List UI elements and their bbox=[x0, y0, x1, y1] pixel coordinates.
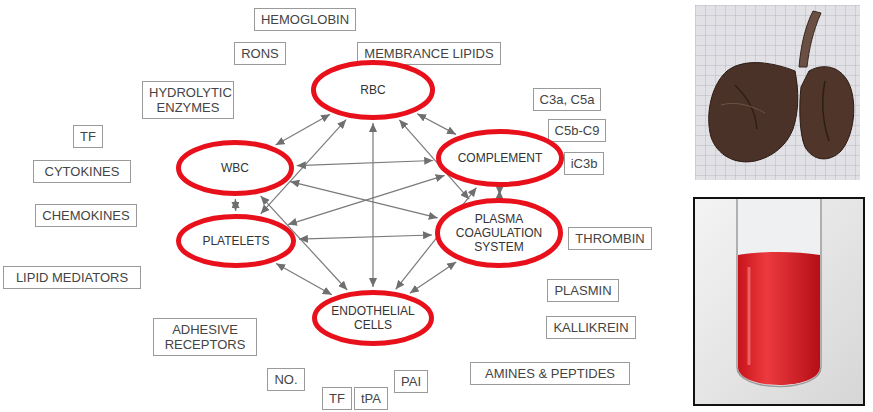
mediator-box: iC3b bbox=[564, 152, 605, 175]
mediator-name: C5b-C9 bbox=[555, 123, 600, 138]
interaction-arrow bbox=[276, 264, 332, 295]
interaction-arrow bbox=[288, 175, 445, 224]
mediator-box: PLASMIN bbox=[547, 279, 618, 302]
mediator-name: iC3b bbox=[571, 156, 598, 171]
mediator-name: TF bbox=[80, 129, 96, 144]
interaction-arrow bbox=[299, 235, 432, 239]
mediator-box: THROMBIN bbox=[568, 227, 651, 250]
mediator-name: MEMBRANCE LIPIDS bbox=[364, 46, 493, 61]
ellipse-shape bbox=[438, 201, 561, 266]
system-name: PLATELETS bbox=[193, 234, 279, 248]
mediator-name: KALLIKREIN bbox=[553, 320, 628, 335]
mediator-box: CYTOKINES bbox=[33, 160, 131, 183]
ellipse-text-group: PLASMA COAGULATION SYSTEM bbox=[453, 212, 545, 254]
interaction-arrow bbox=[297, 161, 433, 166]
ellipse-text-group: ENDOTHELIAL CELLS bbox=[329, 304, 417, 332]
mediator-box: NO. bbox=[267, 368, 304, 391]
mediator-name: HYDROLYTIC ENZYMES bbox=[149, 85, 227, 115]
mediator-name: PLASMIN bbox=[554, 283, 611, 298]
mediator-name: PAI bbox=[401, 374, 421, 389]
system-name: PLASMA COAGULATION SYSTEM bbox=[453, 212, 545, 254]
system-ellipse: WBC bbox=[176, 140, 294, 196]
mediator-name: tPA bbox=[361, 391, 381, 406]
mediator-box: C5b-C9 bbox=[548, 119, 607, 142]
mediator-name: LIPID MEDIATORS bbox=[10, 270, 134, 285]
system-ellipse: COMPLEMENT bbox=[436, 129, 564, 187]
mediator-box: TF bbox=[322, 387, 352, 410]
interaction-arrow bbox=[290, 182, 437, 218]
interaction-arrow bbox=[499, 190, 500, 195]
mediator-name: RONS bbox=[241, 46, 279, 61]
ellipse-shape bbox=[314, 63, 433, 118]
mediator-box: LIPID MEDIATORS bbox=[3, 266, 141, 289]
system-ellipse: RBC bbox=[311, 60, 435, 120]
system-ellipse: PLASMA COAGULATION SYSTEM bbox=[435, 198, 563, 268]
interaction-arrow bbox=[276, 114, 331, 145]
mediator-box: AMINES & PEPTIDES bbox=[470, 362, 630, 385]
mediator-name: NO. bbox=[274, 372, 297, 387]
system-name: ENDOTHELIAL CELLS bbox=[329, 304, 417, 332]
blood-tube-photo bbox=[693, 197, 865, 406]
mediator-name: THROMBIN bbox=[575, 231, 644, 246]
interaction-arrow bbox=[410, 262, 456, 293]
system-ellipse: PLATELETS bbox=[176, 214, 296, 268]
mediator-name: CHEMOKINES bbox=[42, 208, 129, 223]
system-name: COMPLEMENT bbox=[454, 151, 546, 165]
mediator-box: HYDROLYTIC ENZYMES bbox=[142, 81, 234, 119]
mediator-name: HEMOGLOBIN bbox=[261, 12, 349, 27]
mediator-box: CHEMOKINES bbox=[35, 204, 136, 227]
interaction-arrow bbox=[235, 199, 236, 211]
mediator-box: PAI bbox=[394, 370, 428, 393]
interaction-arrow bbox=[417, 114, 456, 135]
lung-photo bbox=[695, 5, 860, 180]
mediator-name: TF bbox=[329, 391, 345, 406]
interaction-arrow bbox=[372, 123, 373, 287]
mediator-box: RONS bbox=[234, 42, 286, 65]
mediator-box: tPA bbox=[354, 387, 388, 410]
mediator-box: C3a, C5a bbox=[533, 88, 602, 111]
system-ellipse: ENDOTHELIAL CELLS bbox=[312, 290, 434, 346]
mediator-name: C3a, C5a bbox=[540, 92, 595, 107]
system-name: WBC bbox=[193, 161, 278, 175]
mediator-box: KALLIKREIN bbox=[546, 316, 635, 339]
ellipse-shape bbox=[439, 132, 562, 185]
system-name: RBC bbox=[329, 83, 418, 97]
mediator-box: TF bbox=[73, 125, 103, 148]
ellipse-text-group: COMPLEMENT bbox=[454, 151, 546, 165]
mediator-name: AMINES & PEPTIDES bbox=[477, 366, 623, 381]
ellipse-text-group: PLATELETS bbox=[193, 234, 279, 248]
mediator-box: ADHESIVE RECEPTORS bbox=[153, 318, 257, 356]
mediator-name: ADHESIVE RECEPTORS bbox=[160, 322, 250, 352]
ellipse-text-group: WBC bbox=[193, 161, 278, 175]
ellipse-text-group: RBC bbox=[329, 83, 418, 97]
mediator-name: CYTOKINES bbox=[40, 164, 124, 179]
ellipse-shape bbox=[179, 143, 292, 194]
ellipse-shape bbox=[179, 217, 294, 266]
ellipse-shape bbox=[315, 293, 432, 344]
mediator-box: HEMOGLOBIN bbox=[254, 8, 356, 31]
